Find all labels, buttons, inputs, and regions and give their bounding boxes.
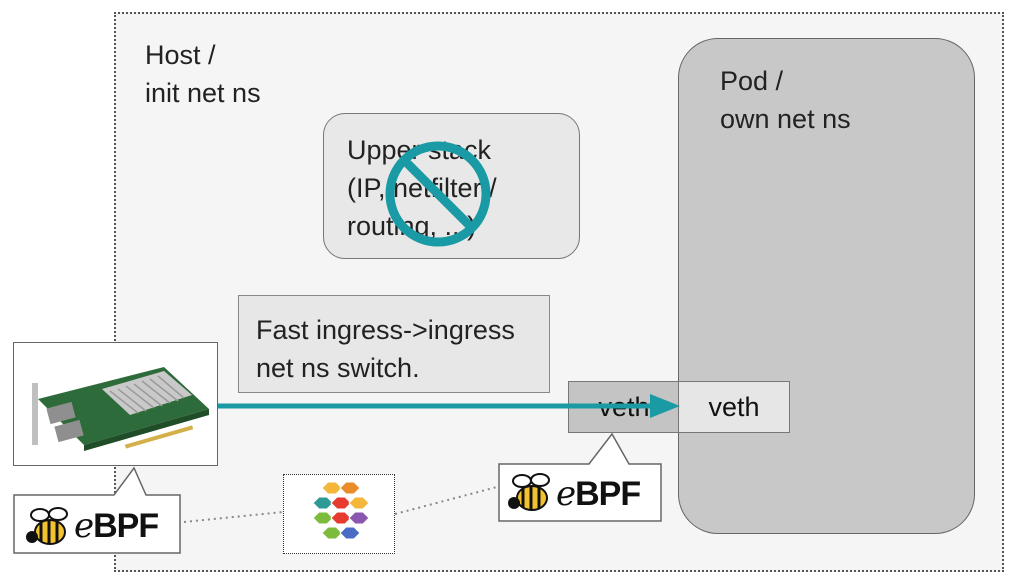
host-label-line1: Host / [145,40,216,70]
ebpf-veth-bpf: BPF [575,475,641,513]
bee-icon [508,473,550,511]
fast-path-box [238,295,550,393]
host-label-line2: init net ns [145,78,261,108]
ebpf-logo-nic: eBPF [74,506,159,546]
upper-stack-box [323,113,580,259]
ebpf-nic-bpf: BPF [93,507,159,545]
ebpf-nic-e: e [74,506,94,546]
nic-image-box [13,342,218,466]
hexagon-hive-icon [312,481,370,540]
pod-label-line2: own net ns [720,104,851,134]
pod-label-line1: Pod / [720,66,784,96]
ebpf-logo-veth: eBPF [556,474,641,514]
forbidden-icon [385,141,491,247]
pod-label: Pod / own net ns [720,62,851,138]
pod-namespace-box [678,38,975,534]
veth-pod: veth [678,381,790,433]
fast-path-line1: Fast ingress->ingress [256,315,515,345]
host-label: Host / init net ns [145,36,261,112]
fast-path-label: Fast ingress->ingress net ns switch. [256,311,515,387]
ebpf-veth-e: e [556,474,576,514]
veth-pod-label: veth [708,391,760,422]
fast-path-line2: net ns switch. [256,353,420,383]
bee-icon [26,507,68,545]
network-card-icon [32,367,209,451]
